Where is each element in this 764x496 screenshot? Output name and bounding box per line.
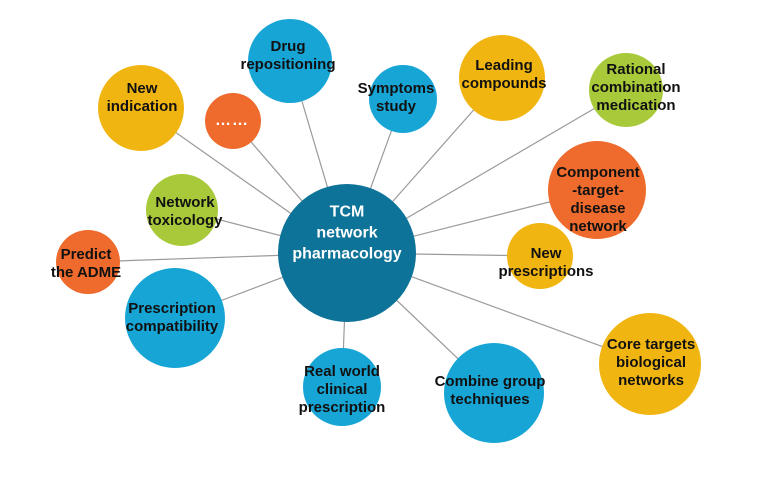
center-node (278, 184, 416, 322)
center-node-label: TCM network pharmacology (292, 203, 402, 263)
real-world-clinical-prescription-node (303, 348, 381, 426)
new-prescriptions-label: New prescriptions (498, 245, 594, 280)
node-circles (56, 19, 701, 443)
leading-compounds-node (459, 35, 545, 121)
combine-group-techniques-label: Combine group techniques (434, 373, 546, 408)
ellipsis-label: …… (215, 112, 249, 129)
rational-combination-medication-node (589, 53, 663, 127)
real-world-clinical-prescription-label: Real world clinical prescription (298, 363, 386, 416)
network-toxicology-label: Network toxicology (147, 194, 223, 229)
core-targets-biological-networks-label: Core targets biological networks (606, 336, 696, 389)
new-indication-node (98, 65, 184, 151)
leading-compounds-label: Leading compounds (461, 57, 547, 92)
prescription-compatibility-label: Prescription compatibility (125, 300, 219, 335)
combine-group-techniques-node (444, 343, 544, 443)
ellipsis-node (205, 93, 261, 149)
symptoms-study-node (369, 65, 437, 133)
predict-the-adme-label: Predict the ADME (50, 246, 122, 281)
component-target-disease-network-label: Component -target- disease network (556, 164, 640, 235)
prescription-compatibility-node (125, 268, 225, 368)
predict-the-adme-node (56, 230, 120, 294)
drug-repositioning-label: Drug repositioning (240, 38, 336, 73)
network-toxicology-node (146, 174, 218, 246)
core-targets-biological-networks-node (599, 313, 701, 415)
component-target-disease-network-node (548, 141, 646, 239)
drug-repositioning-node (248, 19, 332, 103)
symptoms-study-label: Symptoms study (357, 80, 435, 115)
new-indication-label: New indication (106, 80, 178, 115)
new-prescriptions-node (507, 223, 573, 289)
rational-combination-medication-label: Rational combination medication (591, 61, 681, 114)
